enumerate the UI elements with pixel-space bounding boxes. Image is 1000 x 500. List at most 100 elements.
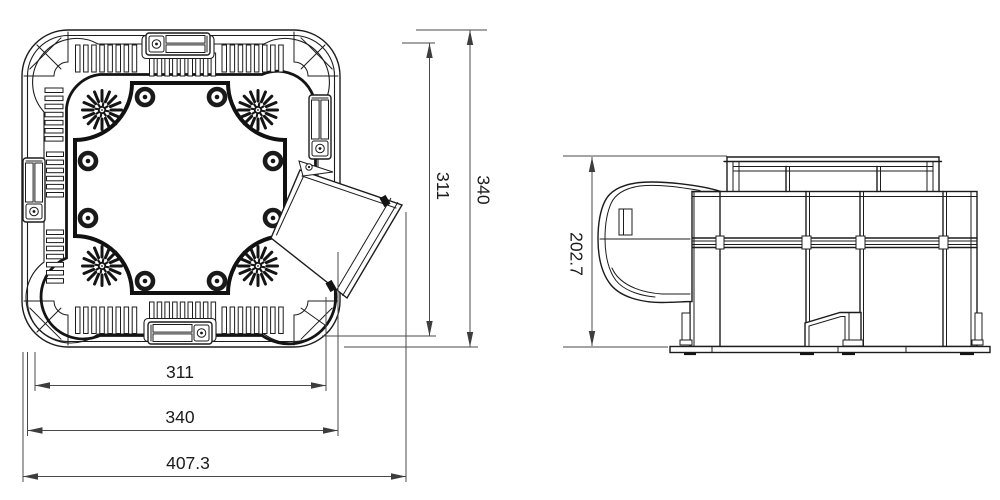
vent-slats-bottom bbox=[75, 301, 284, 334]
vent-slat bbox=[229, 44, 236, 73]
dim-label-side-height: 202.7 bbox=[567, 232, 587, 276]
vent-slat bbox=[245, 306, 252, 334]
dim-plan-width-inner: 311 bbox=[35, 362, 326, 389]
latch-top bbox=[145, 32, 211, 56]
side-mounting-frame bbox=[723, 156, 943, 193]
corner-brace-top-right bbox=[293, 31, 339, 77]
vent-slat bbox=[46, 237, 64, 244]
side-front-cap bbox=[597, 181, 722, 304]
housing-heavy-line bbox=[39, 69, 338, 346]
vent-slat bbox=[46, 175, 64, 182]
vent-slat bbox=[46, 167, 64, 174]
vent-slat bbox=[115, 306, 121, 334]
vent-slat bbox=[75, 44, 81, 73]
duct-clip bbox=[325, 279, 337, 293]
side-base-plate bbox=[669, 345, 991, 356]
dim-label-plan-width-inner: 311 bbox=[166, 362, 194, 382]
screw-hole bbox=[80, 210, 96, 226]
vent-slat bbox=[44, 87, 64, 93]
side-foot-right-pad bbox=[971, 339, 984, 346]
vent-slat bbox=[44, 95, 64, 102]
side-foot-left-pad bbox=[679, 339, 693, 346]
vent-slat bbox=[237, 44, 244, 73]
vent-slat bbox=[107, 306, 113, 334]
vent-slat bbox=[278, 306, 284, 334]
vent-slat bbox=[83, 44, 89, 73]
vent-slat bbox=[278, 44, 284, 73]
cap-slot bbox=[618, 208, 633, 236]
vent-slat bbox=[123, 306, 130, 334]
vent-slat bbox=[46, 245, 64, 252]
vent-slat bbox=[253, 306, 260, 334]
plan-dimensions: 311 340 407.3 311 bbox=[22, 29, 494, 482]
vent-slat bbox=[99, 306, 105, 334]
latch-left bbox=[22, 157, 46, 223]
fan-starburst bbox=[81, 89, 123, 131]
vent-slat bbox=[270, 306, 276, 334]
fan-starburst bbox=[81, 245, 123, 287]
side-cable-box bbox=[804, 311, 864, 347]
dim-label-plan-width-overall: 407.3 bbox=[166, 453, 210, 473]
screw-hole bbox=[137, 273, 153, 289]
vent-slat bbox=[270, 44, 276, 73]
dim-plan-width-overall: 407.3 bbox=[23, 453, 406, 480]
vent-slat bbox=[44, 128, 64, 134]
vent-slat bbox=[44, 103, 64, 110]
dim-label-plan-height-inner: 311 bbox=[433, 172, 453, 200]
side-foot-right bbox=[974, 312, 983, 345]
vent-slats-left bbox=[44, 87, 64, 284]
screw-hole bbox=[209, 89, 225, 105]
dim-side-height: 202.7 bbox=[563, 155, 727, 348]
vent-slat bbox=[46, 253, 64, 260]
vent-slat bbox=[46, 159, 64, 166]
vent-slat bbox=[229, 306, 236, 334]
vent-slat bbox=[46, 229, 64, 235]
vent-slat bbox=[115, 44, 121, 73]
latch-right bbox=[308, 94, 332, 160]
vent-slat bbox=[237, 306, 244, 334]
vent-slat bbox=[123, 44, 130, 73]
dim-plan-width-outer: 340 bbox=[27, 407, 338, 434]
latch-bottom bbox=[147, 321, 213, 345]
vent-slat bbox=[46, 183, 64, 190]
side-foot-left bbox=[681, 312, 691, 345]
side-body bbox=[679, 190, 984, 348]
vent-slat bbox=[91, 306, 97, 334]
vent-slat bbox=[99, 44, 105, 73]
vent-slat bbox=[44, 136, 64, 142]
vent-slat bbox=[44, 119, 64, 126]
vent-slat bbox=[46, 278, 64, 284]
vent-slat bbox=[46, 192, 64, 198]
vent-slat bbox=[245, 44, 252, 73]
vent-slat bbox=[253, 44, 260, 73]
side-body-rib bbox=[689, 235, 978, 250]
vent-slat bbox=[262, 44, 268, 73]
vent-slat bbox=[46, 261, 64, 268]
vent-slat bbox=[221, 44, 227, 73]
duct-clip bbox=[379, 194, 391, 208]
dim-label-plan-width-outer: 340 bbox=[165, 407, 194, 427]
vent-slat bbox=[221, 306, 227, 334]
vent-slat bbox=[91, 44, 97, 73]
corner-brace-bottom-right bbox=[293, 300, 339, 346]
screw-hole bbox=[137, 89, 153, 105]
vent-slat bbox=[46, 151, 64, 157]
vent-slat bbox=[44, 111, 64, 118]
plan-view: 311 340 407.3 311 bbox=[21, 29, 494, 482]
vent-slat bbox=[131, 44, 138, 73]
fan-starburst bbox=[237, 245, 279, 287]
vent-slat bbox=[107, 44, 113, 73]
screw-hole bbox=[209, 273, 225, 289]
fan-starburst bbox=[237, 89, 279, 131]
cover-plate bbox=[73, 81, 287, 295]
vent-slats-top bbox=[75, 44, 284, 77]
dim-label-plan-height-outer: 340 bbox=[474, 175, 494, 204]
vent-slat bbox=[262, 306, 268, 334]
vent-slat bbox=[83, 306, 89, 334]
screw-hole bbox=[80, 153, 96, 169]
screw-hole bbox=[265, 153, 281, 169]
dim-plan-height-outer: 340 bbox=[466, 30, 494, 347]
side-view: 202.7 bbox=[563, 155, 991, 356]
